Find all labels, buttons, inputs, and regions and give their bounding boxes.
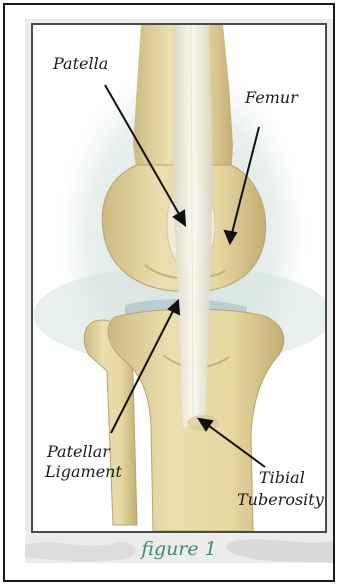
label-patellar-ligament-line2: Ligament <box>45 463 122 481</box>
label-tibial-tuberosity-line1: Tibial <box>259 469 305 487</box>
label-patella: Patella <box>53 55 108 73</box>
label-patellar-ligament-line1: Patellar <box>47 443 110 461</box>
figure-frame: Patella Femur Patellar Ligament Tibial T… <box>3 3 335 582</box>
label-femur: Femur <box>245 89 298 107</box>
figure-panel: Patella Femur Patellar Ligament Tibial T… <box>25 19 333 563</box>
figure-caption: figure 1 <box>25 538 333 560</box>
label-tibial-tuberosity-line2: Tuberosity <box>237 491 324 509</box>
knee-illustration: Patella Femur Patellar Ligament Tibial T… <box>31 23 327 533</box>
